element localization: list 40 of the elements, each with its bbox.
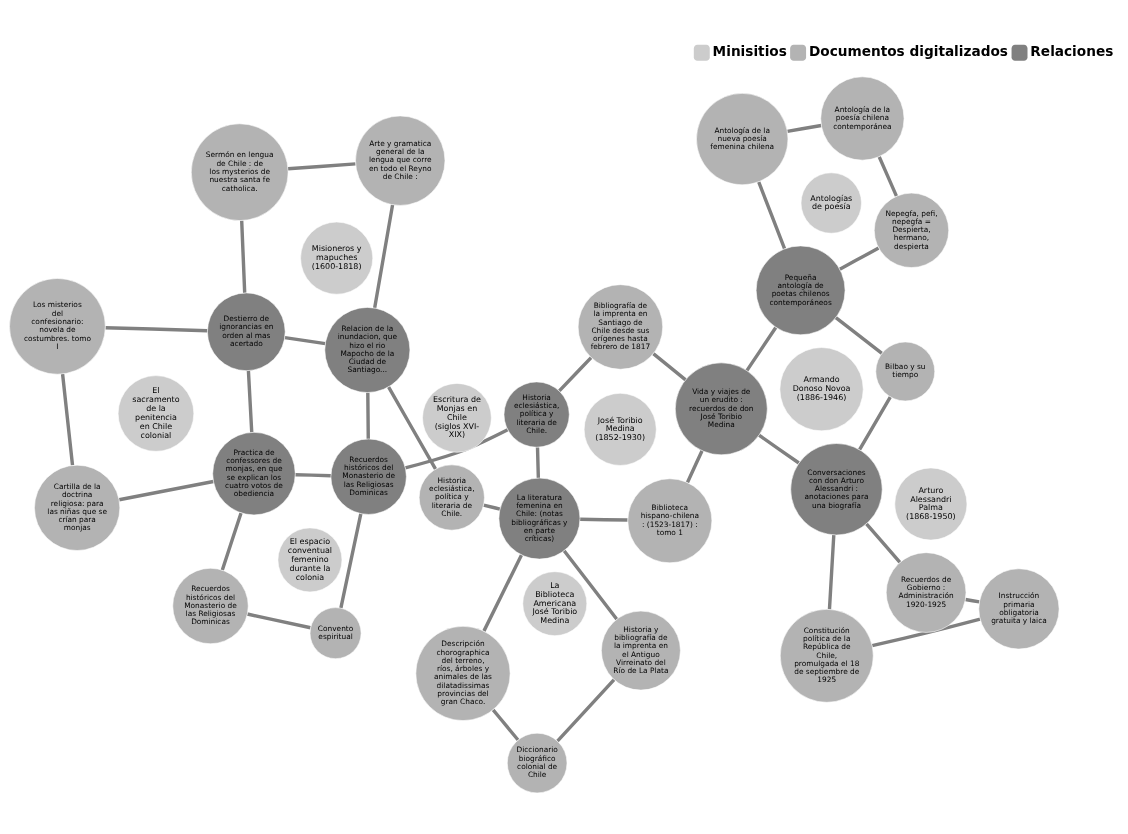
connector — [387, 386, 438, 470]
connector — [482, 554, 524, 632]
connector — [295, 473, 331, 478]
connector — [240, 220, 247, 293]
connector — [284, 335, 326, 346]
legend-label: Minisitios — [712, 42, 787, 59]
connector — [287, 162, 356, 171]
connector — [118, 479, 214, 502]
connector — [483, 503, 501, 511]
connector — [366, 392, 370, 439]
connector — [491, 708, 520, 742]
connector — [834, 316, 883, 355]
connector — [105, 326, 208, 333]
connector — [858, 396, 892, 451]
connector — [787, 123, 822, 134]
connector — [757, 181, 787, 250]
connector — [562, 549, 619, 621]
connector — [556, 678, 616, 743]
connector — [827, 534, 836, 610]
connector — [758, 433, 800, 465]
connector — [685, 449, 704, 484]
connector — [60, 373, 75, 466]
legend-label: Documentos digitalizados — [808, 42, 1008, 59]
connector — [839, 246, 880, 271]
connector — [865, 522, 902, 564]
connector — [745, 326, 778, 372]
connector — [871, 617, 981, 648]
connector — [220, 512, 243, 571]
connector — [558, 356, 593, 393]
connector — [372, 204, 395, 309]
connector — [877, 156, 899, 197]
connector — [246, 370, 254, 433]
connector — [339, 513, 363, 609]
connector — [404, 428, 509, 470]
legend-label: Relaciones — [1030, 42, 1114, 59]
connector — [579, 517, 628, 522]
connector — [965, 597, 980, 604]
connector — [246, 612, 311, 630]
connector — [535, 447, 541, 479]
connector — [652, 352, 687, 382]
